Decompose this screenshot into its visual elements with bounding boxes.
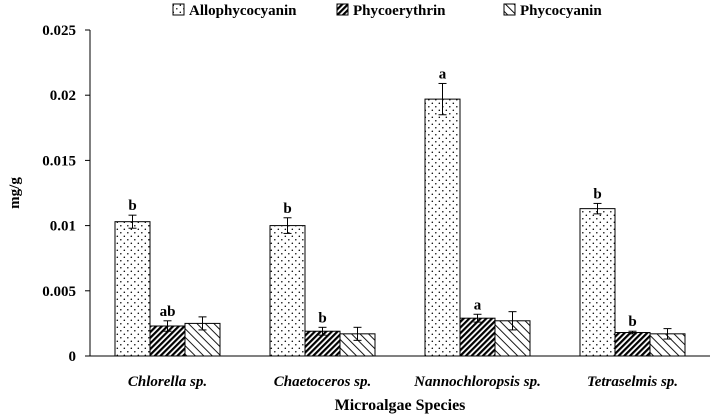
y-tick-labels: 0 0.005 0.01 0.015 0.02 0.025: [42, 23, 90, 365]
significance-label: b: [318, 310, 326, 326]
bar-allophycocyanin-4: [579, 208, 616, 357]
legend-label: Allophycocyanin: [189, 3, 297, 19]
x-tick-label: Chlorella sp.: [128, 374, 207, 390]
significance-label: b: [593, 186, 601, 202]
x-axis-title: Microalgae Species: [335, 397, 466, 414]
y-axis-title: mg/g: [7, 177, 23, 209]
bar-allophycocyanin-3: [424, 98, 461, 357]
x-tick-labels: Chlorella sp. Chaetoceros sp. Nannochlorop…: [128, 374, 678, 390]
y-tick-label: 0: [69, 349, 77, 365]
x-tick-label: Nannochloropsis sp.: [413, 374, 541, 390]
bar-phycoerythrin-4: [614, 332, 651, 357]
significance-label: a: [474, 297, 482, 313]
bar-allophycocyanin-1: [114, 221, 151, 357]
legend-swatch: [336, 3, 349, 16]
significance-label: ab: [160, 304, 176, 320]
y-tick-label: 0.015: [42, 153, 76, 169]
significance-label: b: [283, 201, 291, 217]
legend-label: Phycoerythrin: [353, 3, 446, 19]
x-tick-label: Tetraselmis sp.: [587, 374, 678, 390]
legend: Allophycocyanin Phycoerythrin Phycocyanin: [172, 3, 602, 19]
bar-allophycocyanin-2: [269, 225, 306, 357]
y-tick-label: 0.02: [50, 88, 76, 104]
y-tick-label: 0.025: [42, 23, 76, 39]
y-tick-label: 0.01: [50, 219, 76, 235]
legend-label: Phycocyanin: [520, 3, 602, 19]
x-tick-label: Chaetoceros sp.: [274, 374, 372, 390]
significance-label: a: [439, 66, 447, 82]
y-tick-label: 0.005: [42, 284, 76, 300]
bar-phycoerythrin-3: [459, 317, 496, 357]
legend-swatch: [172, 3, 185, 16]
significance-label: b: [128, 198, 136, 214]
legend-swatch: [503, 3, 516, 16]
significance-label: b: [628, 314, 636, 330]
